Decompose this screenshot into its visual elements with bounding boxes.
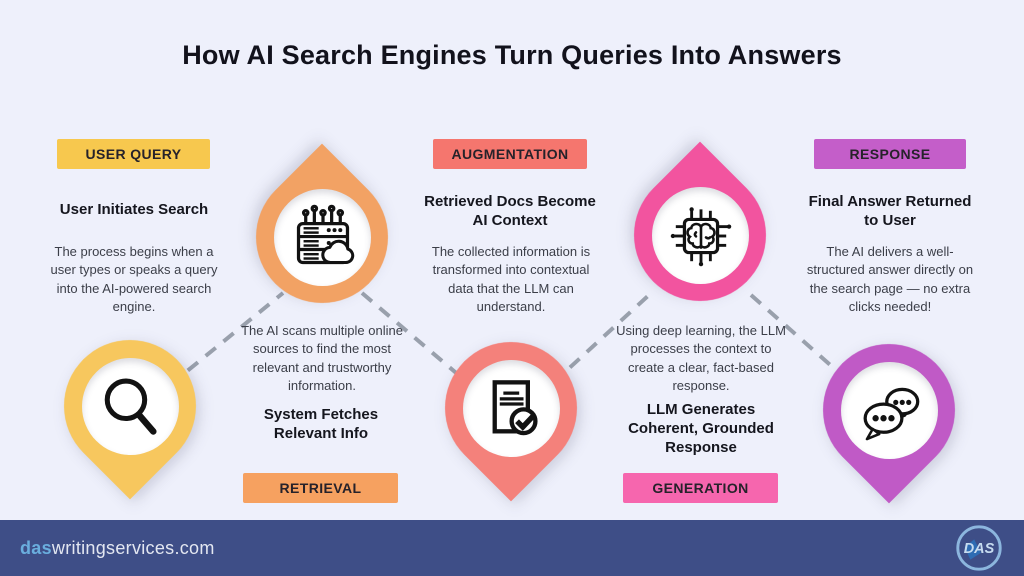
stage-pin-circle-user-query (82, 358, 179, 455)
stage-badge-user-query: USER QUERY (57, 139, 210, 169)
magnifier-icon (104, 378, 157, 435)
page-title: How AI Search Engines Turn Queries Into … (182, 40, 842, 70)
das-logo: DAS (956, 525, 1002, 571)
stage-badge-augmentation: AUGMENTATION (433, 139, 587, 169)
document-check-icon (492, 379, 538, 435)
stage-pin-circle-retrieval (274, 189, 371, 286)
footer-bar: daswritingservices.com DAS (0, 520, 1024, 576)
stage-body-user-query: The process begins when a user types or … (50, 244, 218, 315)
stage-heading-retrieval: System Fetches Relevant Info (263, 406, 379, 442)
stage-body-retrieval: The AI scans multiple online sources to … (241, 323, 403, 394)
site-url: daswritingservices.com (20, 538, 215, 559)
stage-pin-circle-augmentation (463, 360, 560, 457)
stage-body-generation: Using deep learning, the LLM processes t… (616, 323, 786, 394)
chat-bubbles-icon (863, 387, 919, 440)
stage-badge-retrieval: RETRIEVAL (243, 473, 398, 503)
stage-body-response: The AI delivers a well-structured answer… (806, 244, 974, 315)
stage-heading-user-query: User Initiates Search (59, 201, 209, 218)
stage-heading-augmentation: Retrieved Docs Become AI Context (424, 193, 596, 229)
server-cloud-icon (296, 204, 354, 264)
stage-pin-circle-response (841, 362, 938, 459)
stage-heading-response: Final Answer Returned to User (808, 193, 972, 229)
stage-pin-circle-generation (652, 187, 749, 284)
site-url-rest: writingservices.com (51, 537, 215, 558)
site-url-prefix: das (20, 537, 52, 558)
stage-badge-response: RESPONSE (814, 139, 966, 169)
stage-heading-generation: LLM Generates Coherent, Grounded Respons… (628, 401, 774, 456)
connector-2 (360, 291, 470, 385)
stage-body-augmentation: The collected information is transformed… (431, 244, 591, 315)
brain-chip-icon (670, 206, 731, 266)
connector-1 (168, 291, 285, 387)
das-logo-text: DAS (964, 541, 995, 557)
stage-badge-generation: GENERATION (623, 473, 778, 503)
